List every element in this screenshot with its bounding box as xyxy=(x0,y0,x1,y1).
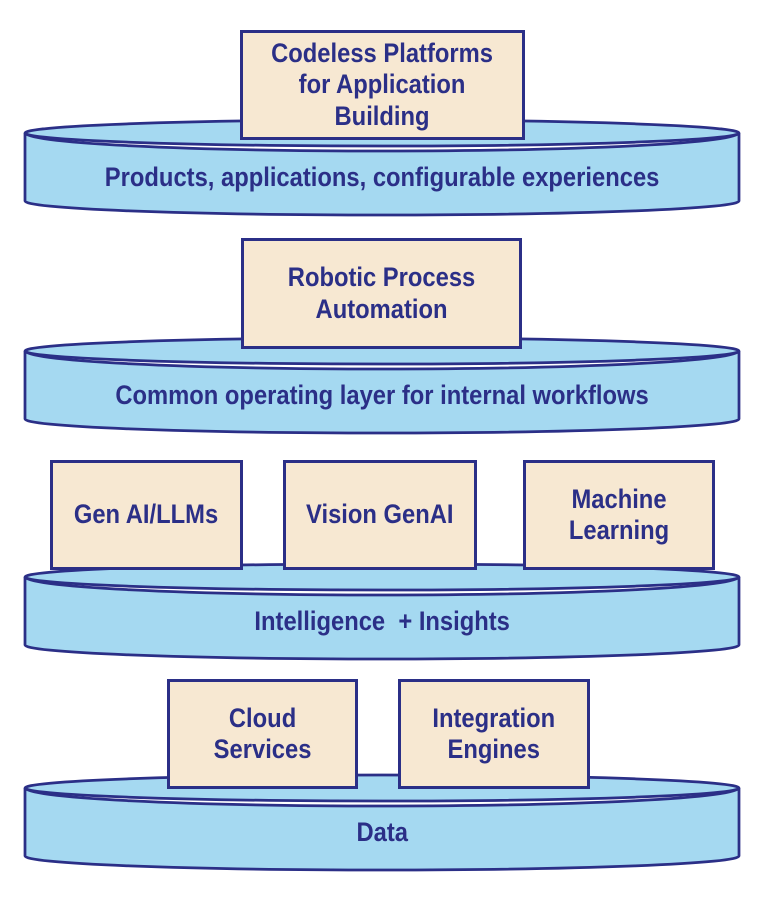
disk-workflows: Common operating layer for internal work… xyxy=(23,336,741,436)
box-label-text: Cloud Services xyxy=(213,702,312,764)
disk-label-applications: Products, applications, configurable exp… xyxy=(23,146,741,208)
disk-label-intelligence: Intelligence + Insights xyxy=(23,590,741,652)
box-cloud-services: Cloud Services xyxy=(167,679,358,789)
box-label-text: Robotic Process Automation xyxy=(287,262,476,324)
box-integration-engines: Integration Engines xyxy=(398,679,590,789)
disk-body xyxy=(23,132,741,217)
disk-body xyxy=(23,350,741,435)
disk-label-text: Data xyxy=(356,816,408,847)
box-label-text: Machine Learning xyxy=(568,483,670,545)
cylinder-shape xyxy=(23,562,741,661)
disk-label-text: Common operating layer for internal work… xyxy=(115,379,649,410)
disk-intelligence: Intelligence + Insights xyxy=(23,562,741,662)
disk-label-text: Intelligence + Insights xyxy=(254,605,510,636)
box-label-text: Integration Engines xyxy=(432,702,556,764)
box-robotic-process-automation: Robotic Process Automation xyxy=(241,238,522,349)
disk-data: Data xyxy=(23,773,741,873)
disk-label-text: Products, applications, configurable exp… xyxy=(104,161,660,192)
box-label-text: Gen AI/LLMs xyxy=(74,499,219,530)
box-vision-genai: Vision GenAI xyxy=(283,460,477,570)
box-label-text: Vision GenAI xyxy=(306,499,454,530)
box-gen-ai-llms: Gen AI/LLMs xyxy=(50,460,243,570)
disk-top-ellipse xyxy=(23,773,741,803)
box-label-text: Codeless Platforms for Application Build… xyxy=(271,38,494,131)
disk-label-workflows: Common operating layer for internal work… xyxy=(23,364,741,426)
disk-label-data: Data xyxy=(23,801,741,863)
box-codeless-platforms: Codeless Platforms for Application Build… xyxy=(240,30,525,140)
box-machine-learning: Machine Learning xyxy=(523,460,715,570)
disk-body xyxy=(23,576,741,661)
disk-body xyxy=(23,787,741,872)
